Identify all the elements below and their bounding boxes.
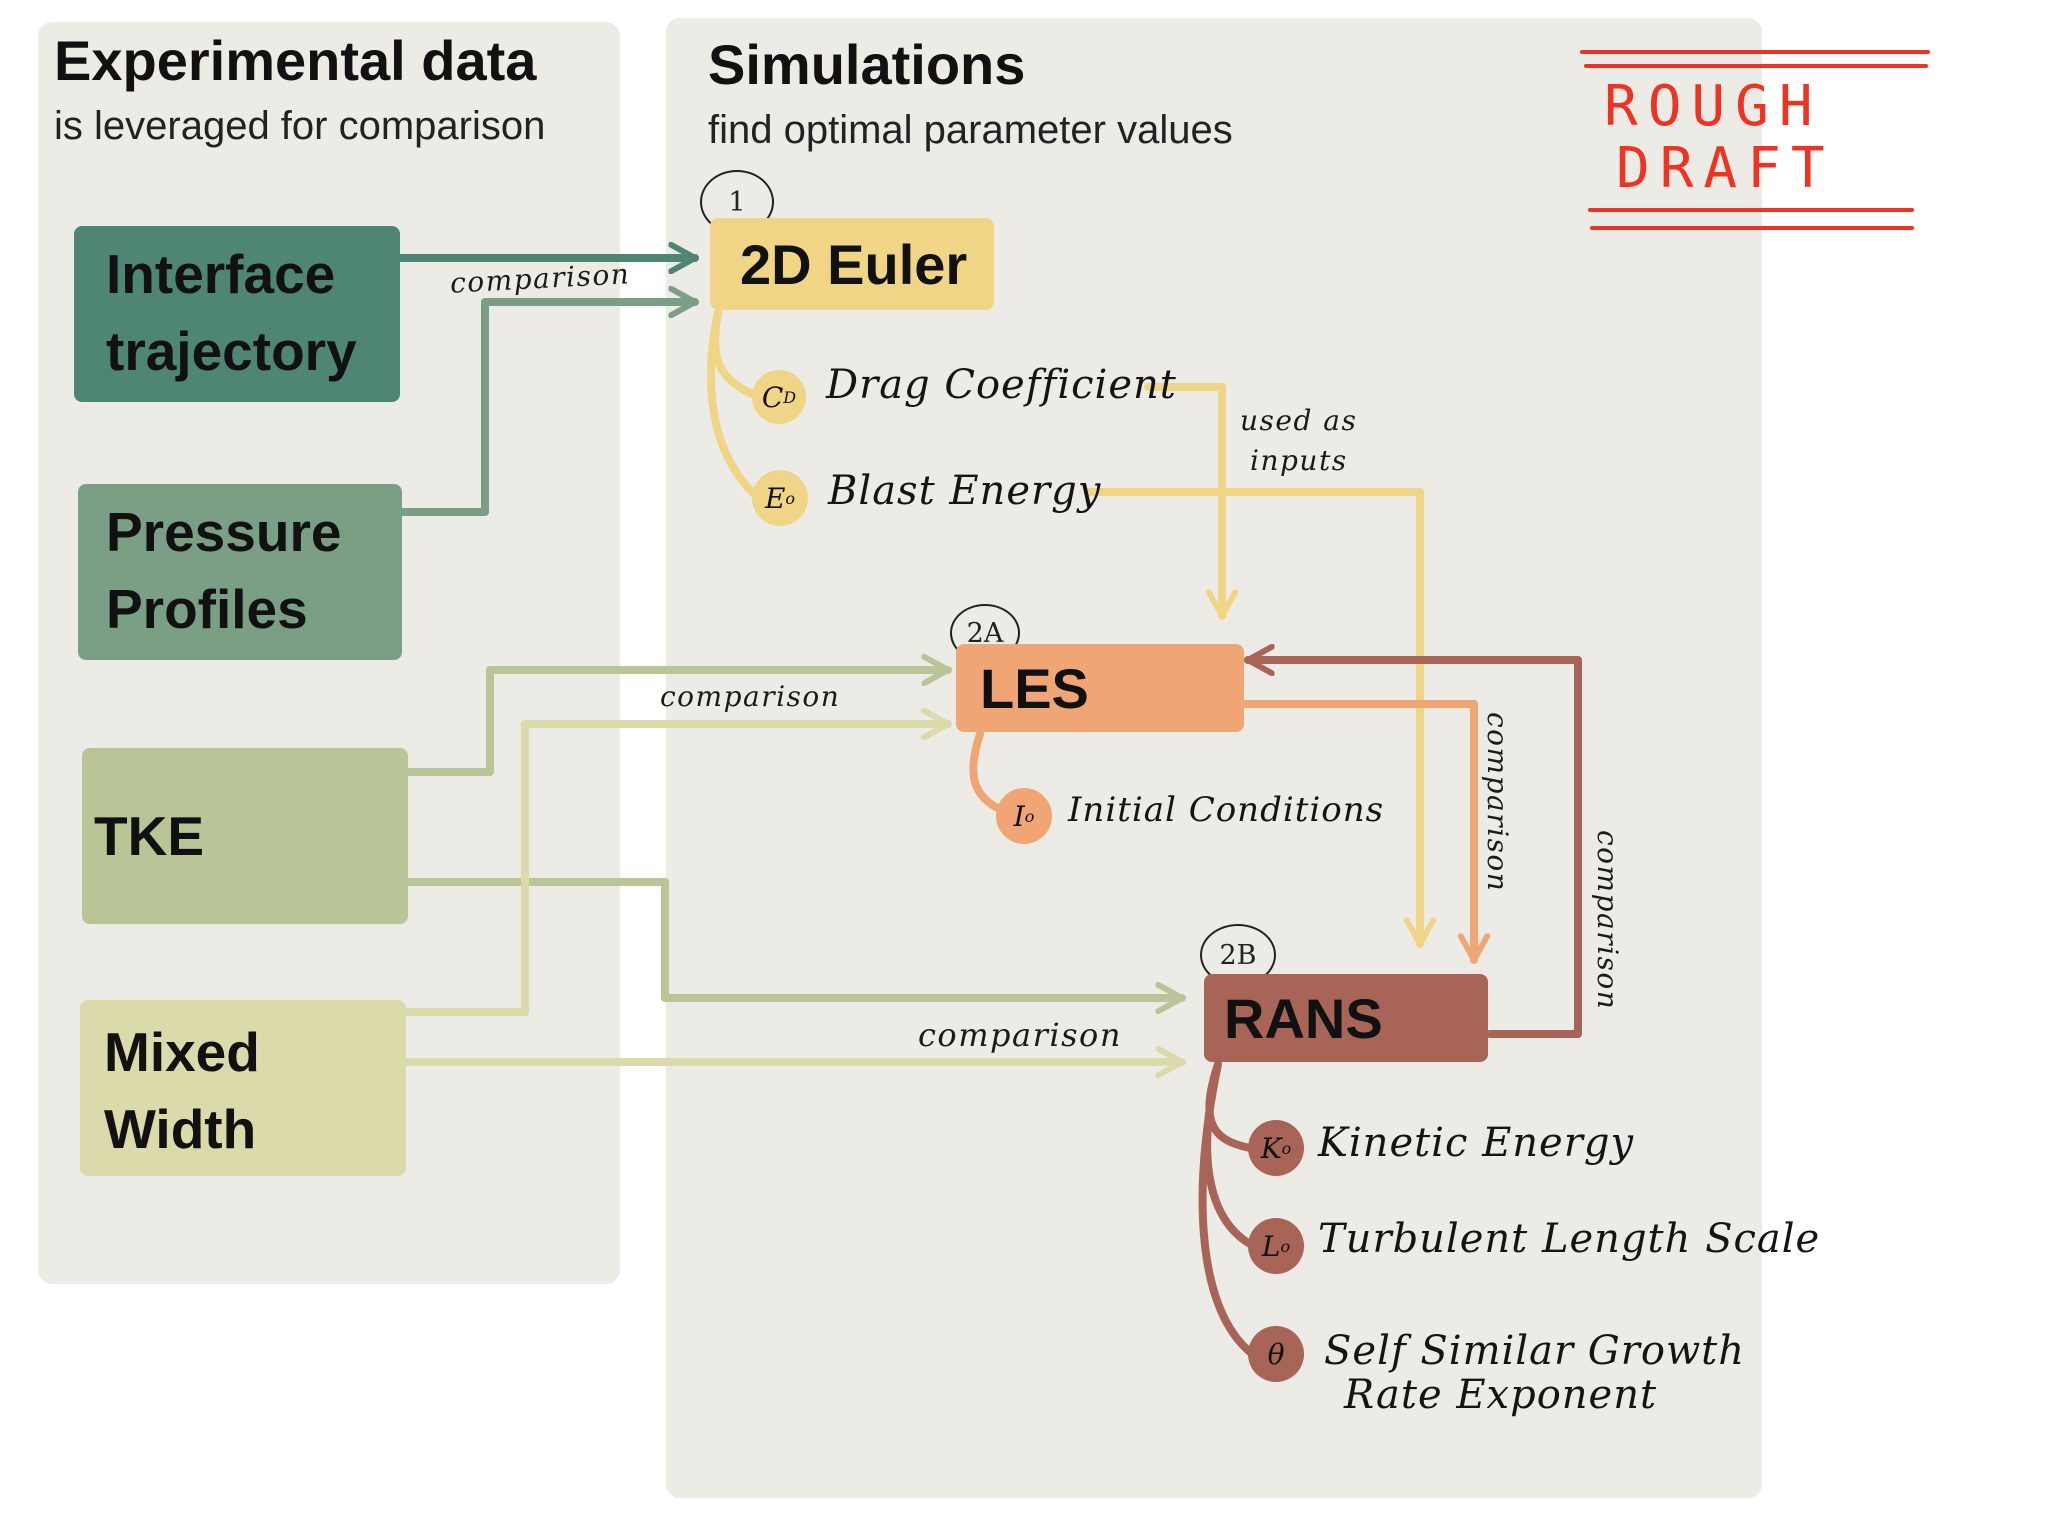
edge-label-used-as: used as: [1240, 404, 1358, 437]
edge-mixed-to-les: [398, 724, 952, 1016]
parameter-symbol-theta: θ: [1248, 1326, 1304, 1382]
edge-label-comparison: comparison: [660, 680, 841, 713]
edge-tke-to-rans: [401, 878, 1186, 998]
parameter-turbulent-length-scale: Turbulent Length Scale: [1318, 1216, 1821, 1262]
data-box-pressure-profiles: Pressure Profiles: [78, 484, 402, 660]
simulations-title: Simulations: [708, 33, 1026, 96]
step-badge-rans: 2B: [1200, 924, 1276, 986]
data-box-interface-trajectory: Interface trajectory: [74, 226, 400, 402]
edge-les-to-rans: [1238, 700, 1474, 964]
parameter-self-similar-growth: Self Similar Growth: [1324, 1328, 1746, 1374]
symbol-letter: L: [1261, 1229, 1281, 1263]
draft-line: ROUGH: [1604, 74, 1823, 139]
data-box-line: Width: [104, 1098, 257, 1160]
parameter-blast-energy: Blast Energy: [828, 468, 1102, 514]
experimental-subtitle: is leveraged for comparison: [54, 104, 546, 148]
edge-rans-to-les: [1244, 660, 1582, 1038]
symbol-subscript: o: [1024, 806, 1035, 826]
parameter-rate-exponent: Rate Exponent: [1344, 1372, 1658, 1418]
parameter-kinetic-energy: Kinetic Energy: [1318, 1120, 1635, 1166]
edge-label-comparison: comparison: [1591, 830, 1624, 1011]
symbol-subscript: o: [785, 488, 796, 508]
symbol-letter: θ: [1267, 1337, 1285, 1371]
edge-label-comparison: comparison: [918, 1016, 1122, 1054]
data-box-line: Mixed: [104, 1021, 260, 1083]
draft-line: DRAFT: [1616, 136, 1835, 201]
data-box-line: trajectory: [106, 320, 357, 382]
symbol-letter: E: [764, 481, 786, 515]
symbol-letter: I: [1013, 799, 1025, 833]
symbol-letter: C: [761, 380, 784, 414]
experimental-title: Experimental data: [54, 29, 537, 92]
sim-box-2d-euler: 2D Euler: [710, 218, 994, 310]
data-box-line: Interface: [106, 243, 336, 305]
data-box-mixed-width: Mixed Width: [80, 1000, 406, 1176]
step-badge-les: 2A: [950, 604, 1020, 662]
sim-box-rans: RANS: [1204, 974, 1488, 1062]
symbol-subscript: D: [783, 387, 797, 407]
simulations-subtitle: find optimal parameter values: [708, 108, 1233, 152]
data-box-line: Pressure: [106, 501, 342, 563]
rough-draft-stamp: ROUGH DRAFT: [1604, 76, 1835, 200]
edge-euler-to-rans: [1084, 488, 1420, 948]
edge-pressure-to-euler: [396, 302, 699, 516]
parameter-initial-conditions: Initial Conditions: [1068, 790, 1385, 830]
data-box-line: TKE: [94, 805, 204, 867]
rans-parameter-branch: [1198, 1060, 1254, 1356]
data-box-tke: TKE: [82, 748, 408, 924]
symbol-subscript: o: [1281, 1138, 1292, 1158]
edge-tke-to-les: [401, 670, 952, 776]
parameter-drag-coefficient: Drag Coefficient: [826, 362, 1177, 408]
symbol-subscript: o: [1280, 1236, 1291, 1256]
symbol-letter: K: [1260, 1131, 1282, 1165]
euler-parameter-branch: [706, 308, 760, 500]
edge-label-inputs: inputs: [1250, 444, 1348, 477]
edge-euler-to-les: [1144, 383, 1222, 620]
edge-label-comparison: comparison: [1481, 712, 1514, 893]
sim-box-les: LES: [956, 644, 1244, 732]
data-box-line: Profiles: [106, 578, 308, 640]
